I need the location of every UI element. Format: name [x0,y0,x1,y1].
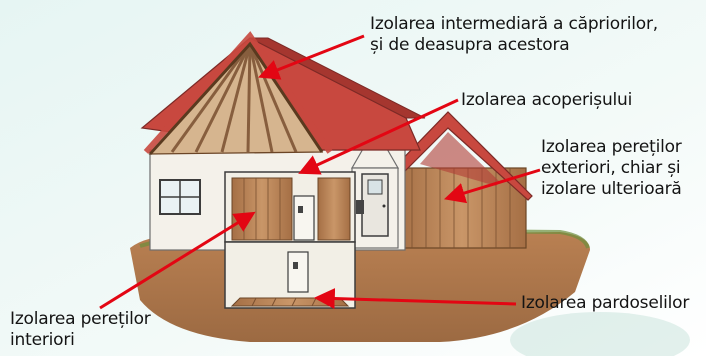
label-exterior-line1: Izolarea pereților [541,137,682,157]
label-exterior-line3: izolare ulterioară [541,179,682,199]
upper-interior-door [293,195,315,241]
upper-wall-insulation [231,177,293,241]
arrow-rafters [258,34,365,80]
label-rafter-line2: și de deasupra acestora [370,35,570,55]
label-roof-text: Izolarea acoperișului [461,90,633,110]
label-floor-text: Izolarea pardoselilor [521,293,690,313]
upper-right-insulation [317,177,351,241]
arrow-exterior-walls [443,168,541,204]
background-foliage [510,312,690,356]
label-exterior-line2: exteriori, chiar și [541,158,681,178]
basement-door [287,251,309,293]
label-floor-insulation: Izolarea pardoselilor [521,293,689,314]
arrow-interior-walls [99,211,256,310]
arrow-floors [313,288,517,310]
label-interior-line1: Izolarea pereților [10,309,151,329]
label-roof-insulation: Izolarea acoperișului [461,90,632,111]
arrow-roof [298,98,459,175]
label-exterior-wall-insulation: Izolarea pereților exteriori, chiar și i… [541,137,682,200]
label-rafter-insulation: Izolarea intermediară a căpriorilor, și … [370,14,658,56]
label-interior-line2: interiori [10,330,75,350]
label-interior-wall-insulation: Izolarea pereților interiori [10,309,151,351]
label-rafter-line1: Izolarea intermediară a căpriorilor, [370,14,658,34]
